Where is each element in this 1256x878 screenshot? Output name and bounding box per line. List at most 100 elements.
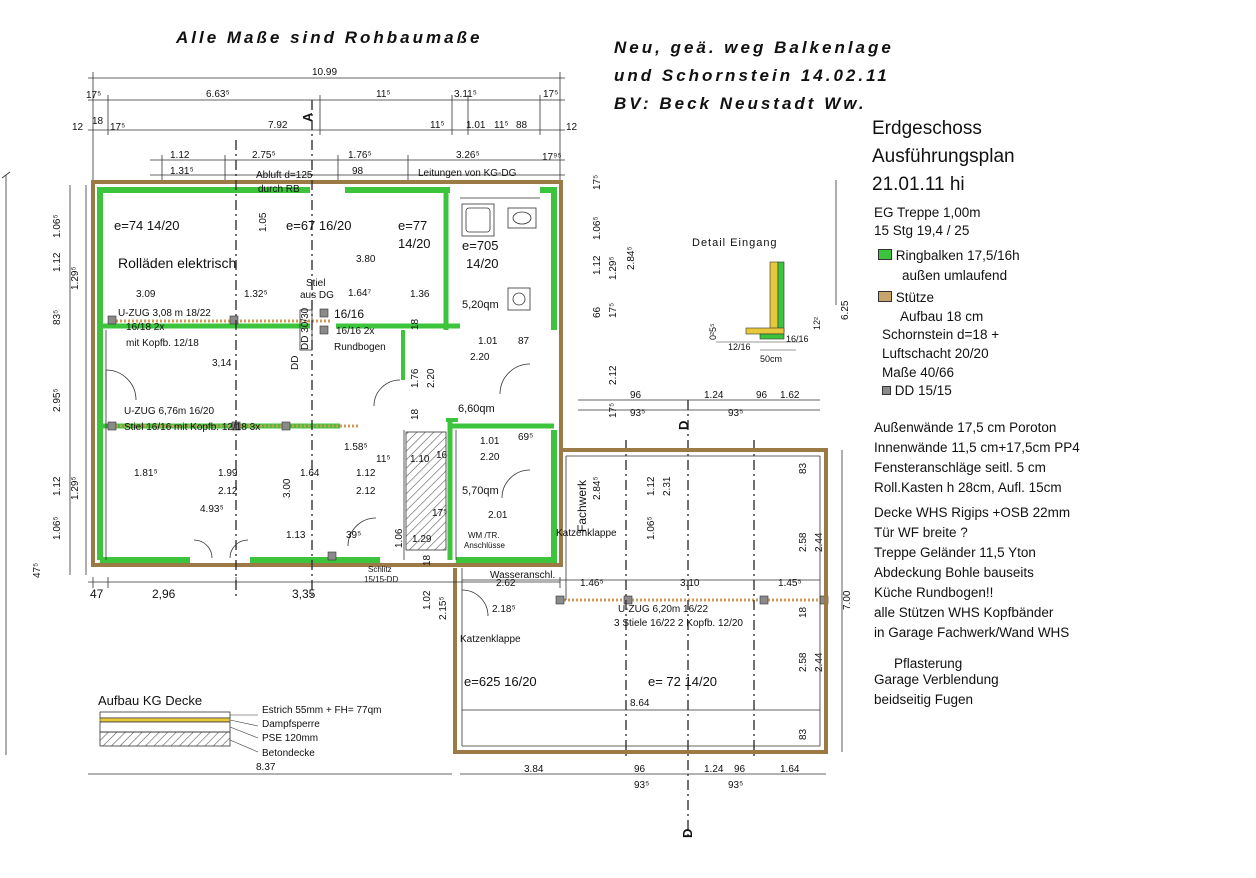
- dim-top-r3-e: 17⁹⁵: [542, 152, 562, 163]
- revision-line-2: und Schornstein 14.02.11: [614, 66, 890, 85]
- dim-total-width: 10.99: [312, 67, 337, 78]
- dim-inner-an: 2.15⁵: [438, 596, 449, 620]
- detail-dim-3: 50cm: [760, 354, 782, 364]
- note-3: Fensteranschläge seitl. 5 cm: [874, 460, 1046, 475]
- dim-inner-aa: 3.00: [282, 478, 293, 498]
- stiel-label-2: aus DG: [300, 290, 334, 301]
- detail-eingang-title: Detail Eingang: [692, 237, 778, 249]
- dim-right-i: 2.12: [608, 365, 619, 385]
- garage-walls: [453, 448, 828, 754]
- bath-area: 5,20qm: [462, 299, 499, 311]
- dim-bottom-a: 47: [90, 587, 104, 601]
- uzug-1: U-ZUG 3,08 m 18/22: [118, 308, 211, 319]
- dim-top-r1-a: 17⁵: [86, 90, 101, 101]
- dim-top-r2-f: 1.01: [466, 120, 486, 131]
- dim-inner-ai: 2.84⁵: [592, 476, 603, 500]
- dim-bottom-j: 93⁵: [728, 780, 743, 791]
- dim-inner-aj: 1.12: [646, 476, 657, 496]
- pflaster-3: beidseitig Fugen: [874, 692, 974, 707]
- detail-dim-1: 12/16: [728, 342, 751, 352]
- stuetze-swatch-icon: [878, 291, 892, 302]
- dim-top-r1-b: 6.63⁵: [206, 89, 230, 100]
- dim-inner-l: 18: [410, 318, 421, 330]
- dim-top-r2-e: 11⁵: [430, 120, 445, 131]
- wasser-label: Wasseranschl.: [490, 570, 555, 581]
- schlitz-label-2: 15/15-DD: [364, 575, 398, 584]
- dim-left-g: 1.29⁵: [70, 476, 81, 500]
- wm-label-2: Anschlüsse: [464, 541, 505, 550]
- legend-ringbalken-label: Ringbalken 17,5/16h: [895, 248, 1020, 263]
- dim-right-n: 1.62: [780, 390, 800, 401]
- kg-layer-3: PSE 120mm: [262, 733, 318, 744]
- dim-inner-r: 1.01: [480, 436, 500, 447]
- legend-masse: Maße 40/66: [882, 365, 955, 380]
- room-1-label: e=74 14/20: [114, 218, 179, 233]
- dim-bottom-d: 3.84: [524, 764, 544, 775]
- note-1: Außenwände 17,5 cm Poroton: [874, 420, 1057, 435]
- dim-top-r1-e: 17⁵: [543, 89, 558, 100]
- dim-right-k: 96: [630, 390, 642, 401]
- dim-inner-ak: 2.31: [662, 476, 673, 496]
- dd-label-b: DD: [290, 356, 301, 370]
- dim-left-e: 2.95⁵: [52, 388, 63, 412]
- uzug-2b: Stiel 16/16 mit Kopfb. 12/18 3x: [124, 422, 260, 433]
- dim-right-b: 1.06⁵: [592, 216, 603, 240]
- stair-hatch: [405, 431, 447, 551]
- uzug-3: U-ZUG 6,20m 16/22: [618, 604, 708, 615]
- note-7: Treppe Geländer 11,5 Yton: [874, 545, 1036, 560]
- legend-aufbau: Aufbau 18 cm: [900, 309, 984, 324]
- dim-top-r2-h: 88: [516, 120, 528, 131]
- stairs-width: EG Treppe 1,00m: [874, 205, 981, 220]
- plan-title-floor: Erdgeschoss: [872, 118, 982, 139]
- abluft-label-2: durch RB: [258, 184, 300, 195]
- dim-top-r2-a: 12: [72, 122, 84, 133]
- dim-left-f: 1.12: [52, 476, 63, 496]
- uzug-2: U-ZUG 6,76m 16/20: [124, 406, 214, 417]
- dim-inner-aq: 1.46⁵: [580, 578, 604, 589]
- legend-ringbalken-sub: außen umlaufend: [902, 268, 1008, 283]
- uzug-1c: mit Kopfb. 12/18: [126, 338, 199, 349]
- note-11: in Garage Fachwerk/Wand WHS: [874, 625, 1070, 640]
- dim-left-a: 1.06⁵: [52, 214, 63, 238]
- fachwerk-label: Fachwerk: [575, 479, 589, 532]
- dim-inner-s: 69⁵: [518, 432, 533, 443]
- schlitz-label-1: Schlitz: [368, 565, 392, 574]
- note-9: Küche Rundbogen!!: [874, 585, 994, 600]
- stiel-label-1: Stiel: [306, 278, 325, 289]
- uzug-1b: 16/18 2x: [126, 322, 164, 333]
- note-4: Roll.Kasten h 28cm, Aufl. 15cm: [874, 480, 1062, 495]
- dim-inner-t: 2.20: [480, 452, 500, 463]
- dim-inner-u: 1.81⁵: [134, 468, 158, 479]
- garage-room-2: e= 72 14/20: [648, 674, 717, 689]
- dim-inner-n: 1.58⁵: [344, 442, 368, 453]
- katzenklappe-label-1: Katzenklappe: [556, 528, 617, 539]
- dim-right-u: 18: [798, 606, 809, 618]
- dim-top-r4-a: 1.31⁵: [170, 166, 194, 177]
- dim-left-h: 1.06⁵: [52, 516, 63, 540]
- legend-dd: DD 15/15: [882, 381, 952, 400]
- pflaster-1: Pflasterung: [894, 656, 963, 671]
- wc-area: 5,70qm: [462, 485, 499, 497]
- dim-inner-d: 3.80: [356, 254, 376, 265]
- dd-label: DD 30/30: [300, 307, 311, 350]
- dim-right-c: 1.12: [592, 255, 603, 275]
- dim-inner-g: 1.01: [478, 336, 498, 347]
- top-dimension-lines: [88, 72, 565, 185]
- dim-right-l: 1.24: [704, 390, 724, 401]
- dim-bottom-i: 93⁵: [634, 780, 649, 791]
- kg-decke-title: Aufbau KG Decke: [98, 693, 202, 708]
- dim-right-f: 6.25: [840, 300, 851, 320]
- room-2-label: e=67 16/20: [286, 218, 351, 233]
- room-1-note: Rolläden elektrisch: [118, 255, 236, 271]
- room-3-label-b: 14/20: [398, 236, 431, 251]
- legend-ringbalken: Ringbalken 17,5/16h: [878, 246, 1020, 265]
- dim-inner-ac: 1.13: [286, 530, 306, 541]
- garage-room-1: e=625 16/20: [464, 674, 537, 689]
- dim-right-t: 7.00: [842, 590, 853, 610]
- project-name: BV: Beck Neustadt Ww.: [614, 94, 867, 113]
- note-5: Decke WHS Rigips +OSB 22mm: [874, 505, 1071, 520]
- dim-inner-af: 1.06: [394, 528, 405, 548]
- dim-right-q: 83: [798, 462, 809, 474]
- dim-left-b: 1.12: [52, 252, 63, 272]
- dim-right-m: 96: [756, 390, 768, 401]
